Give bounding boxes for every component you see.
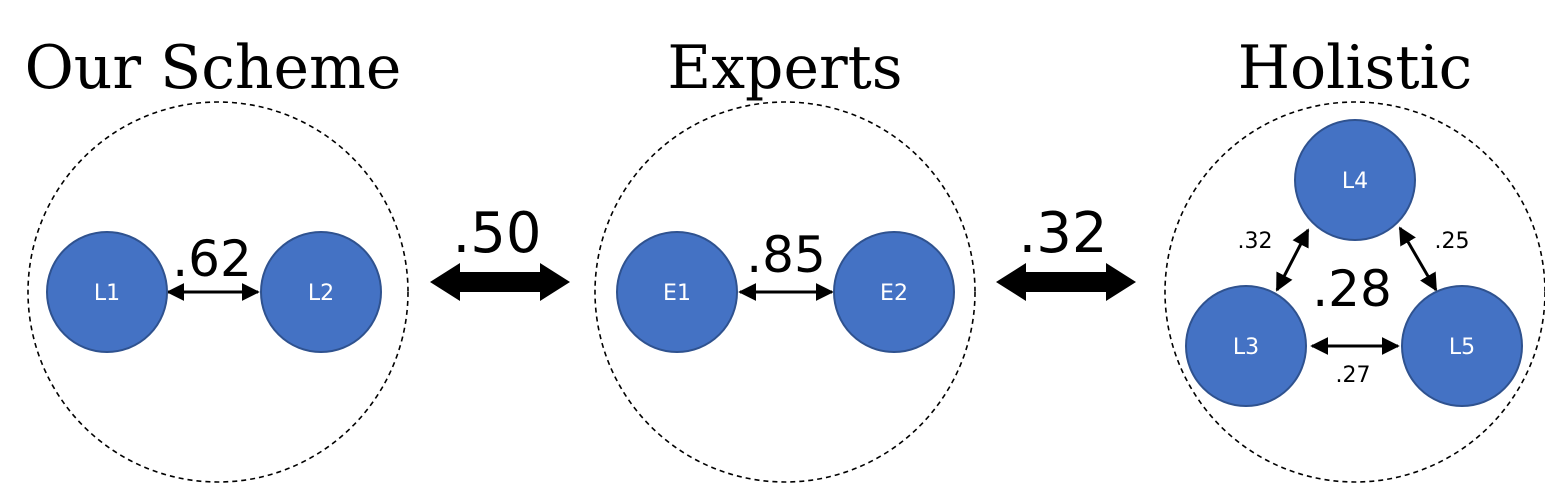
agreement-l4-l5: .25 [1435, 229, 1470, 254]
node-l3 [1185, 285, 1307, 407]
group-holistic: .32 .25 .27 .28 L4 L3 L5 [1185, 119, 1523, 407]
group-our-scheme: .62 L1 L2 [46, 230, 382, 353]
node-l2 [260, 231, 382, 353]
node-label-e1: E1 [663, 281, 691, 306]
double-arrow-experts-holistic [996, 263, 1136, 301]
node-label-l1: L1 [94, 281, 120, 306]
agreement-scheme-experts: .50 [452, 201, 541, 266]
group-boundary-our-scheme [27, 101, 409, 483]
node-label-l3: L3 [1233, 335, 1259, 360]
agreement-l3-l4: .32 [1238, 229, 1273, 254]
node-l1 [46, 231, 168, 353]
node-label-l5: L5 [1449, 335, 1475, 360]
double-arrow-scheme-experts [430, 263, 570, 301]
between-arrow-scheme-experts: .50 [430, 201, 570, 301]
agreement-e1-e2: .85 [746, 226, 826, 284]
group-experts: .85 E1 E2 [616, 226, 955, 353]
link-l3-l4 [1275, 228, 1310, 292]
node-e2 [833, 231, 955, 353]
agreement-l3-l5: .27 [1336, 363, 1371, 388]
node-e1 [616, 231, 738, 353]
agreement-holistic-overall: .28 [1312, 260, 1392, 318]
link-l4-l5 [1398, 226, 1438, 292]
node-l5 [1401, 285, 1523, 407]
group-title-experts: Experts [667, 33, 902, 103]
node-l4 [1294, 119, 1416, 241]
node-label-l2: L2 [308, 281, 334, 306]
node-label-e2: E2 [880, 281, 908, 306]
node-label-l4: L4 [1342, 169, 1368, 194]
between-arrow-experts-holistic: .32 [996, 201, 1136, 301]
agreement-experts-holistic: .32 [1018, 201, 1107, 266]
agreement-l1-l2: .62 [172, 230, 252, 288]
group-title-our-scheme: Our Scheme [25, 33, 402, 103]
group-boundary-experts [594, 101, 976, 483]
group-boundary-holistic [1164, 101, 1545, 483]
group-title-holistic: Holistic [1238, 33, 1473, 103]
